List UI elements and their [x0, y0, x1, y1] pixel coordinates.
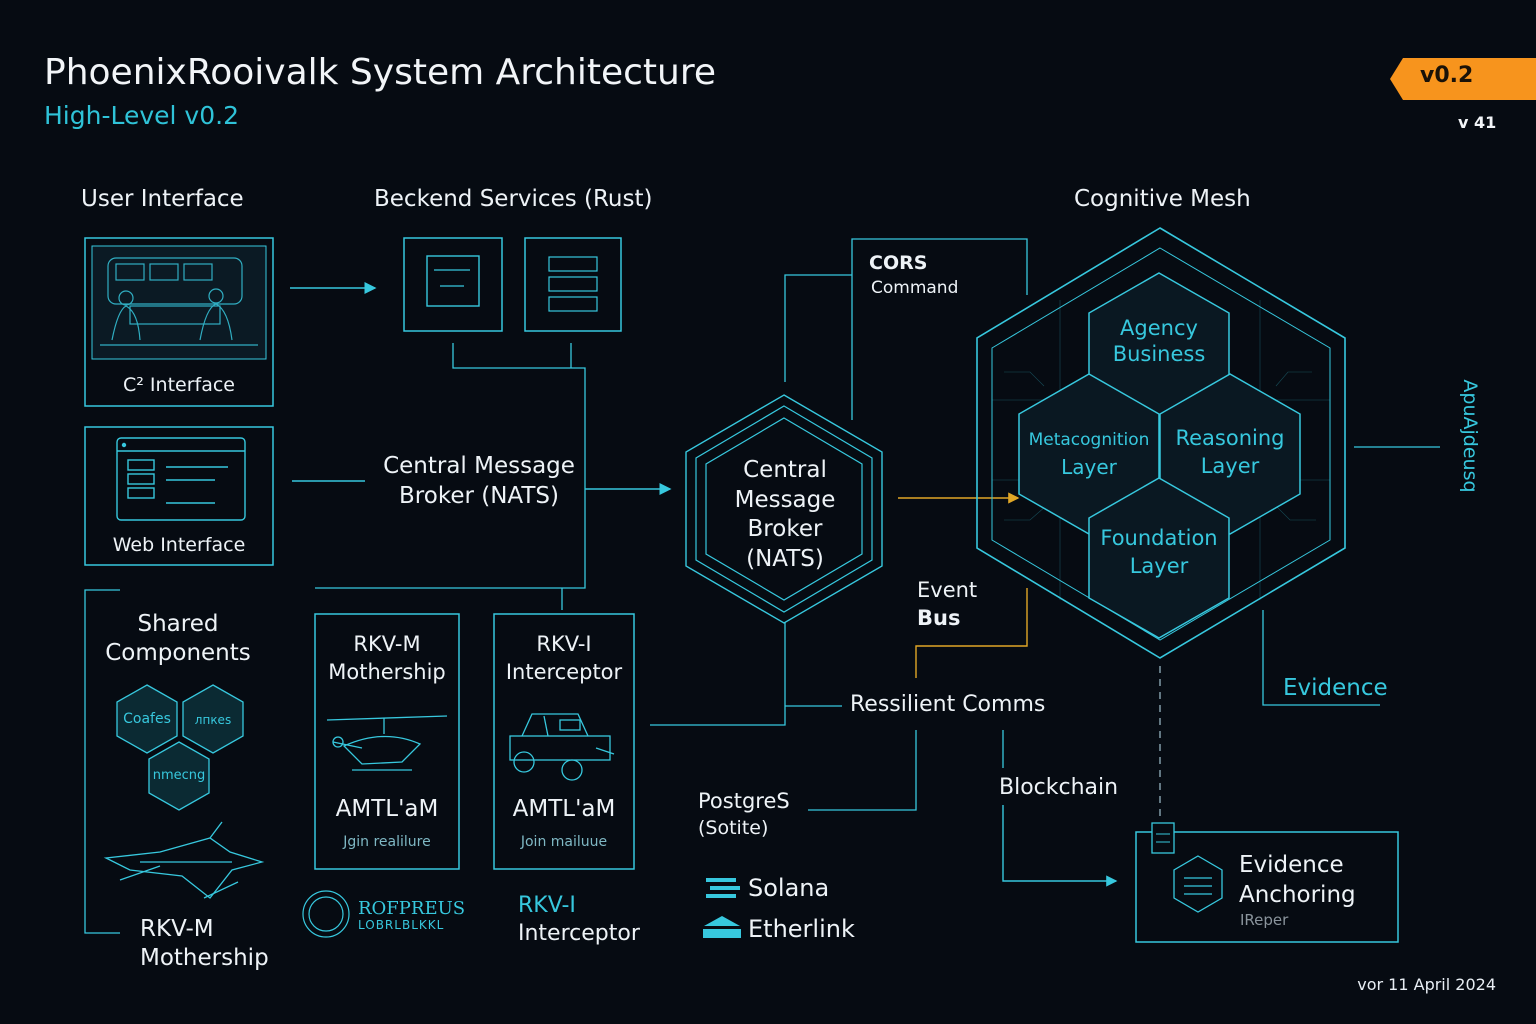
backend-service-2[interactable]: [524, 237, 622, 332]
rkv-i-label: RKV-I Interceptor: [518, 892, 640, 948]
broker-hex-line3: Broker: [747, 516, 823, 542]
user-interface-heading: User Interface: [81, 186, 244, 212]
evidence-anchoring-label: Evidence Anchoring: [1239, 850, 1356, 910]
shared-hex-1-label: Coafes: [123, 711, 171, 727]
solana-icon: [706, 878, 740, 898]
foundation-line1: Foundation: [1100, 526, 1218, 550]
shared-hex-1: [116, 684, 178, 754]
reasoning-line1: Reasoning: [1175, 426, 1285, 450]
evidence-anchoring-line1: Evidence: [1239, 852, 1344, 878]
reasoning-label: Reasoning Layer: [1160, 424, 1300, 480]
postgres-line1: PostgreS: [698, 789, 790, 813]
metacognition-line1: Metacognition: [1028, 430, 1150, 450]
broker-label: Central Message Broker (NATS): [370, 451, 588, 511]
jet-aircraft-icon: [103, 821, 265, 899]
postgres-label: PostgreS (Sotite): [698, 788, 790, 842]
central-broker-node[interactable]: [685, 394, 883, 624]
agency-business-label: Agency Business: [1089, 315, 1229, 367]
helicopter-drone-icon: [326, 715, 448, 771]
footer-date: vor 11 April 2024: [1357, 975, 1496, 994]
evidence-label: Evidence: [1283, 675, 1388, 701]
shared-hex-3: [148, 741, 210, 811]
shared-mothership-label: RKV-M Mothership: [140, 915, 269, 973]
metacognition-label: Metacognition Layer: [1019, 427, 1159, 481]
rkv-i-card-title: RKV-I Interceptor: [494, 630, 634, 686]
broker-hex-line2: Message: [734, 486, 836, 513]
broker-hex-line1: Central: [743, 457, 827, 483]
operators-illustration: [100, 257, 258, 346]
cors-subtitle: Command: [871, 278, 959, 298]
document-icon: [1173, 855, 1223, 913]
shared-hex-2: [182, 684, 244, 754]
shared-hex-2-label: лпкеs: [194, 713, 232, 727]
foundation-label: Foundation Layer: [1089, 524, 1229, 580]
logo-subtext: LOBRLBLKKL: [358, 918, 445, 932]
page-subtitle: High-Level v0.2: [44, 101, 239, 130]
backend-service-1[interactable]: [403, 237, 503, 332]
rkv-i-card[interactable]: [493, 613, 635, 870]
page-title: PhoenixRooivalk System Architecture: [44, 52, 717, 93]
shared-title-line2: Components: [105, 640, 251, 666]
shared-components-title: Shared Components: [92, 610, 264, 668]
shared-mothership-line2: Mothership: [140, 945, 269, 971]
broker-label-line2: Broker (NATS): [399, 483, 559, 509]
evidence-anchoring-line2: Anchoring: [1239, 882, 1356, 908]
event-bus-line1: Event: [917, 578, 978, 602]
blockchain-label: Blockchain: [999, 775, 1119, 800]
rkv-i-label-line2: Interceptor: [518, 921, 640, 946]
broker-hex-label: Central Message Broker (NATS): [706, 456, 864, 574]
postgres-line2: (Sotite): [698, 817, 769, 839]
broker-label-line1: Central Message: [383, 453, 575, 479]
rkv-m-card-line2: Mothership: [328, 660, 446, 684]
rkv-i-card-tag: AMTL'aM: [512, 796, 616, 822]
phoenix-logo-emblem: [302, 890, 350, 938]
backend-heading: Beckend Services (Rust): [374, 186, 653, 212]
version-badge-label: v0.2: [1420, 63, 1474, 88]
interceptor-vehicle-icon: [509, 713, 615, 781]
shared-mothership-line1: RKV-M: [140, 916, 214, 942]
event-bus-line2: Bus: [917, 606, 961, 630]
agency-line2: Business: [1112, 342, 1206, 366]
browser-window-icon: [116, 437, 246, 521]
rkv-i-card-line2: Interceptor: [505, 660, 623, 684]
event-bus-label: Event Bus: [917, 576, 977, 632]
rkv-m-card[interactable]: [314, 613, 460, 870]
rkv-m-card-line1: RKV-M: [353, 632, 421, 656]
cognitive-mesh-heading: Cognitive Mesh: [1074, 186, 1251, 212]
etherlink-label: Etherlink: [748, 915, 855, 943]
evidence-anchoring-box[interactable]: [1135, 822, 1399, 943]
rkv-m-card-title: RKV-M Mothership: [315, 630, 459, 686]
foundation-line2: Layer: [1129, 554, 1189, 578]
rkv-i-card-line1: RKV-I: [536, 632, 592, 656]
version-note: v 41: [1458, 113, 1497, 132]
rkv-m-card-sub: Jgin realilure: [343, 834, 431, 850]
foundation-layer-hex[interactable]: [1088, 477, 1230, 639]
agency-line1: Agency: [1120, 316, 1198, 340]
shared-title-line1: Shared: [137, 611, 219, 637]
shared-hex-3-label: nmecng: [152, 768, 206, 783]
cors-title: CORS: [869, 252, 928, 274]
broker-hex-line4: (NATS): [746, 545, 824, 572]
web-interface-box[interactable]: [84, 426, 274, 566]
logo-wordmark: ROFPREUS: [358, 898, 466, 919]
c2-interface-box[interactable]: [84, 237, 274, 407]
rkv-m-card-tag: AMTL'aM: [335, 796, 439, 822]
evidence-anchoring-sub: IReper: [1240, 911, 1289, 929]
c2-interface-label: C² Interface: [123, 374, 235, 396]
solana-label: Solana: [748, 874, 830, 902]
web-interface-label: Web Interface: [112, 534, 246, 556]
version-badge: [1390, 58, 1536, 100]
rkv-i-label-line1: RKV-I: [518, 893, 576, 918]
resilient-comms-label: Ressilient Comms: [850, 692, 1046, 717]
mesh-side-label: ApuAjdeusq: [1459, 379, 1481, 493]
reasoning-line2: Layer: [1200, 454, 1260, 478]
etherlink-icon: [703, 916, 741, 938]
metacognition-line2: Layer: [1061, 455, 1117, 479]
reasoning-layer-hex[interactable]: [1159, 373, 1301, 535]
rkv-i-card-sub: Join mailuue: [520, 834, 608, 850]
